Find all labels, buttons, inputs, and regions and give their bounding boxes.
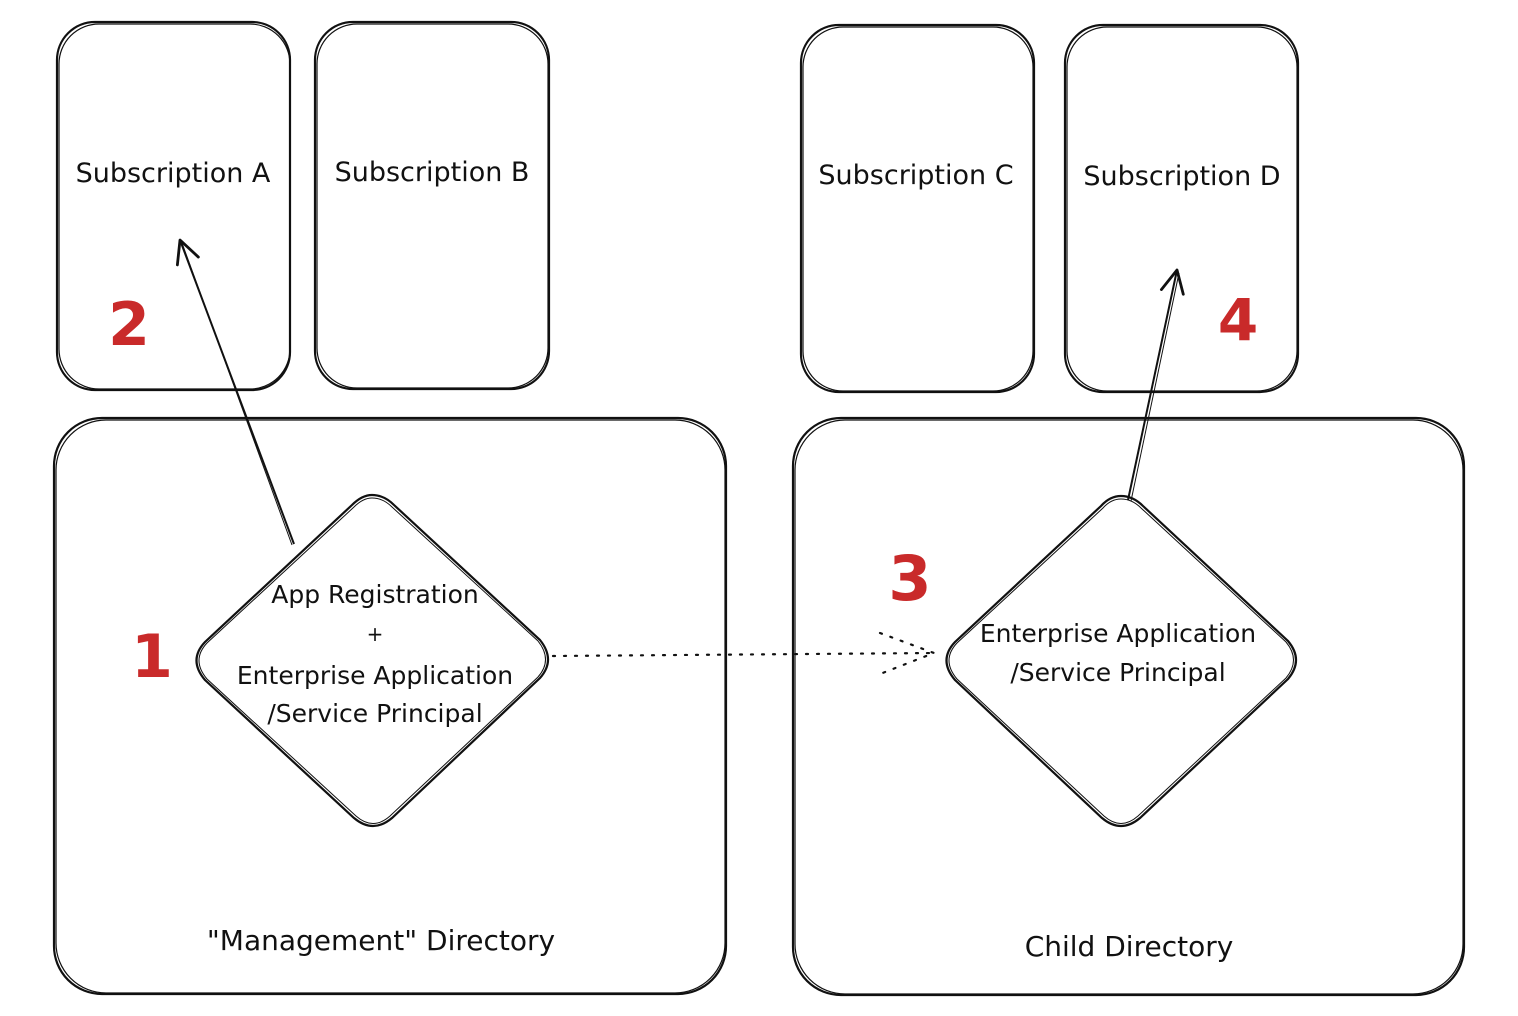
subscription-a-label: Subscription A: [76, 158, 271, 189]
step-4-label: 4: [1218, 286, 1258, 354]
step-3-label: 3: [888, 542, 931, 615]
subscription-c-label: Subscription C: [818, 160, 1013, 191]
dotted-link-arrow: [551, 631, 938, 676]
child-directory-box: Child Directory: [791, 416, 1466, 997]
arrow-to-subscription-a: [175, 238, 295, 546]
management-app-line4: /Service Principal: [267, 699, 482, 728]
management-directory-box: "Management" Directory: [52, 416, 728, 996]
child-directory-label: Child Directory: [1025, 930, 1234, 963]
management-app-line1: App Registration: [271, 580, 479, 609]
step-1-label: 1: [131, 622, 173, 692]
subscription-b-box: Subscription B: [313, 20, 551, 391]
management-app-line2: +: [367, 622, 384, 646]
child-app-node: Enterprise Application /Service Principa…: [945, 494, 1298, 828]
subscription-a-box: Subscription A: [55, 20, 292, 392]
management-app-line3: Enterprise Application: [237, 661, 513, 690]
subscription-d-label: Subscription D: [1083, 161, 1280, 192]
management-directory-label: "Management" Directory: [207, 924, 555, 957]
subscription-c-box: Subscription C: [799, 23, 1036, 394]
child-app-line2: /Service Principal: [1010, 658, 1225, 687]
subscription-d-box: Subscription D: [1063, 23, 1300, 394]
child-app-line1: Enterprise Application: [980, 619, 1256, 648]
arrow-to-subscription-d: [1127, 268, 1185, 502]
management-app-node: App Registration + Enterprise Applicatio…: [195, 493, 550, 828]
subscription-b-label: Subscription B: [335, 157, 530, 188]
step-2-label: 2: [108, 290, 150, 360]
